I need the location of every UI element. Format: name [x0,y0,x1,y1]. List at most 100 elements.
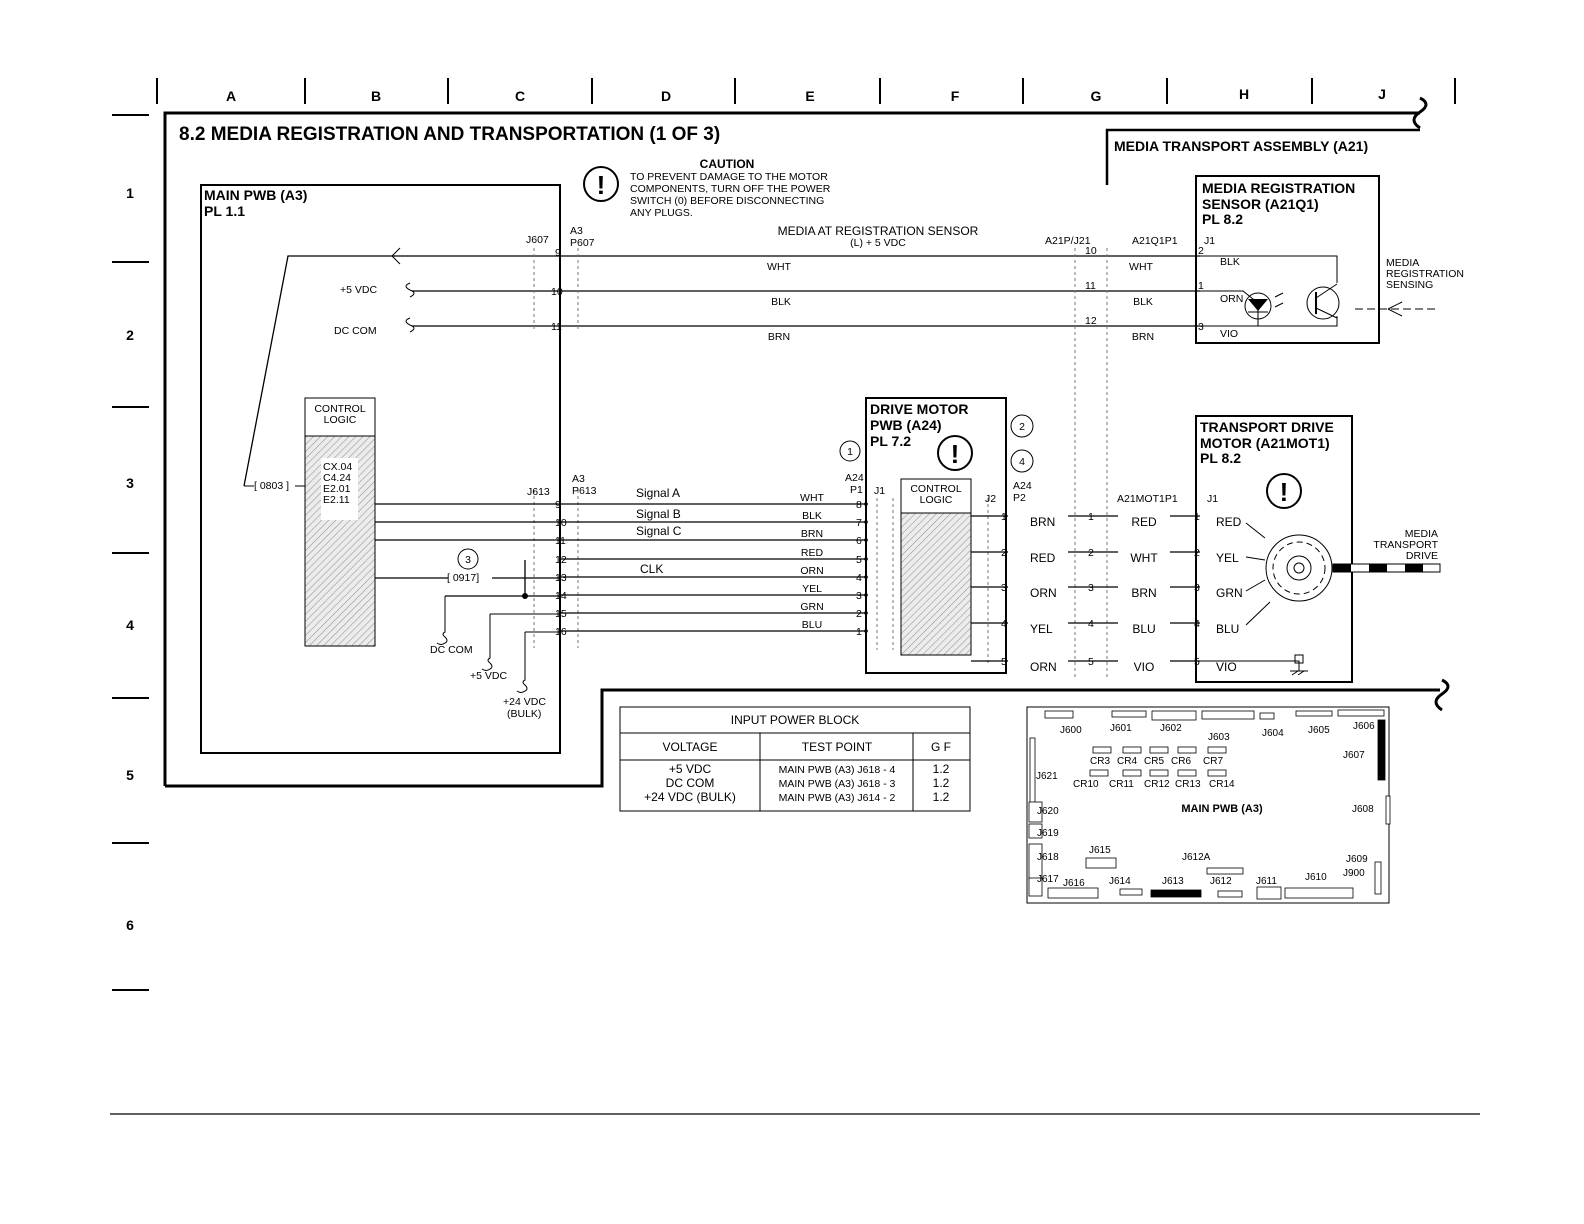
board-connector-outline [1337,709,1385,717]
wire-color-wht-mid: WHT [1129,261,1153,273]
motor-wire-color-2: YEL [1216,551,1239,565]
board-connector-outline [1122,769,1142,777]
callout-1: 1 [847,446,853,458]
caution-icon: ! [597,170,606,200]
board-label-j608: J608 [1352,804,1374,815]
mid-pin-4: 4 [1088,618,1094,630]
p1-label: P1 [850,484,863,496]
j2-label: J2 [985,493,996,505]
lower-pin-left-2: 10 [555,517,567,529]
row-label-2: 2 [126,327,134,343]
caution-line-1: TO PREVENT DAMAGE TO THE MOTOR [630,171,828,183]
mid-wire-color-5: VIO [1134,660,1155,674]
column-label-h: H [1239,86,1249,102]
board-label-j612a: J612A [1182,852,1211,863]
wire-color-blk-mid: BLK [1133,296,1153,308]
a3-label-bottom: A3 [572,473,585,485]
drive-pwb-title-1: DRIVE MOTOR [870,401,969,417]
callout-3-icon [457,548,479,570]
pin-11-top: 11 [551,321,562,333]
j613-label: J613 [527,486,550,498]
board-connector-outline [1256,886,1282,900]
motor-driver-harness: J613 A3 P613 Signal A Signal B Signal C … [375,440,868,720]
board-label-cr11: CR11 [1109,779,1134,790]
wire-color-blk-top: BLK [771,296,791,308]
motor-pl: PL 8.2 [1200,450,1241,466]
board-label-cr12: CR12 [1144,779,1170,790]
board-connector-outline [1374,861,1382,895]
drive-warning-icon: ! [951,439,960,469]
main-pwb-title: MAIN PWB (A3) [204,187,307,203]
p2-pin-4: 4 [1001,618,1007,630]
dccom-feed-label: DC COM [430,644,473,656]
sensor-title-1: MEDIA REGISTRATION [1202,180,1355,196]
transport-drive-motor: TRANSPORT DRIVE MOTOR (A21MOT1) PL 8.2 !… [1195,415,1441,683]
wire-color-orn-sensor: ORN [1220,293,1243,305]
board-label-j609: J609 [1346,854,1368,865]
motor-wire-color-1: RED [1216,515,1242,529]
pin-3-sensor: 3 [1198,321,1204,333]
board-label-j617: J617 [1037,874,1059,885]
lower-wire-color-2: BLK [802,510,822,522]
caution-line-2: COMPONENTS, TURN OFF THE POWER [630,183,831,195]
sensor-harness: J607 A3 P607 A21P/J21 A21Q1P1 J1 MEDIA A… [405,224,1243,745]
motor-gear-icon [1265,534,1333,602]
board-label-cr14: CR14 [1209,779,1235,790]
p2-pin-2: 2 [1001,547,1007,559]
mid-pin-1: 1 [1088,511,1094,523]
lower-pin-left-8: 16 [555,626,567,638]
column-label-e: E [805,88,814,104]
code-e201: E2.01 [323,483,351,495]
board-label-cr13: CR13 [1175,779,1201,790]
lower-pin-p1-7: 2 [856,608,862,620]
board-label-cr3: CR3 [1090,756,1110,767]
row-label-1: 1 [126,185,134,201]
drive-pwb-title-2: PWB (A24) [870,417,942,433]
board-connector-outline [1206,867,1244,875]
callout-1-icon [839,440,861,462]
pin-1-sensor: 1 [1198,280,1204,292]
p2-pin-1: 1 [1001,511,1007,523]
board-connector-outline [1028,877,1043,897]
power-row-3-gf: 1.2 [933,790,950,804]
a24-p2-label: A24 [1013,480,1032,492]
p613-label: P613 [572,485,597,497]
board-connector-outline [1151,710,1197,721]
lower-pin-left-4: 12 [555,554,567,566]
lower-pin-p1-3: 6 [856,535,862,547]
board-connector-outline [1111,710,1147,718]
pin-12-a21: 12 [1085,315,1097,327]
p2-pin-5: 5 [1001,656,1007,668]
column-label-g: G [1091,88,1102,104]
column-label-f: F [951,88,960,104]
power-table-header-voltage: VOLTAGE [663,740,718,754]
lower-pin-p1-1: 8 [856,499,862,511]
column-label-d: D [661,88,671,104]
power-table-title: INPUT POWER BLOCK [731,713,859,727]
lower-pin-left-6: 14 [555,590,567,602]
board-connector-outline [1177,769,1197,777]
wire-color-brn-mid: BRN [1132,331,1154,343]
board-label-j606: J606 [1353,721,1375,732]
p2-label: P2 [1013,492,1026,504]
caution-line-4: ANY PLUGS. [630,207,693,219]
callout-4-icon [1010,449,1034,473]
lower-pin-p1-4: 5 [856,554,862,566]
p2-wire-color-1: BRN [1030,515,1055,529]
transport-assembly-label: MEDIA TRANSPORT ASSEMBLY (A21) [1114,138,1368,154]
pin-10-a21: 10 [1085,245,1097,257]
lower-wire-color-7: GRN [800,601,823,613]
motor-wire-color-5: VIO [1216,660,1237,674]
p2-wire-color-3: ORN [1030,586,1057,600]
board-connector-outline [1385,795,1391,825]
lower-wire-color-8: BLU [802,619,822,631]
row-label-5: 5 [126,767,134,783]
lower-pin-left-7: 15 [555,608,567,620]
column-label-j: J [1378,86,1386,102]
v24-bulk-label: (BULK) [507,708,541,720]
column-label-a: A [226,88,236,104]
board-connector-outline [1047,887,1099,899]
